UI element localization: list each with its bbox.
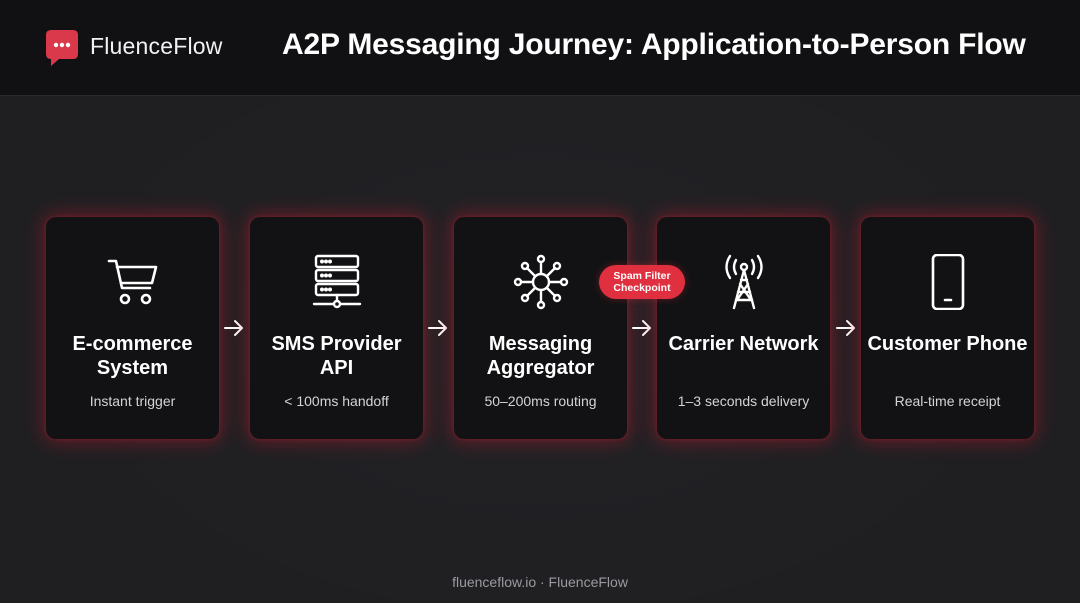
- step-subtitle: Real-time receipt: [894, 393, 1001, 409]
- badge-line-1: Spam Filter: [613, 270, 671, 282]
- arrow-right-icon: [224, 320, 243, 336]
- arrow-right-icon: [632, 320, 651, 336]
- step-title: Messaging Aggregator: [486, 333, 595, 379]
- cell-tower-icon: [716, 254, 772, 310]
- arrow-right-icon: [428, 320, 447, 336]
- server-icon: [309, 254, 365, 310]
- chat-bubble-logo-icon: [46, 30, 78, 66]
- step-title: Customer Phone: [867, 333, 1028, 355]
- step-subtitle: Instant trigger: [89, 393, 176, 409]
- step-subtitle: 50–200ms routing: [484, 393, 597, 409]
- page-title: A2P Messaging Journey: Application-to-Pe…: [282, 28, 1026, 61]
- step-card-aggregator: Messaging Aggregator 50–200ms routing: [454, 217, 627, 439]
- shopping-cart-icon: [105, 254, 161, 310]
- step-card-carrier: Carrier Network 1–3 seconds delivery: [657, 217, 830, 439]
- arrow-right-icon: [836, 320, 855, 336]
- step-card-customer-phone: Customer Phone Real-time receipt: [861, 217, 1034, 439]
- step-card-sms-provider: SMS Provider API < 100ms handoff: [250, 217, 423, 439]
- header-bar: FluenceFlow A2P Messaging Journey: Appli…: [0, 0, 1080, 96]
- step-title: SMS Provider API: [271, 333, 402, 379]
- spam-filter-badge: Spam Filter Checkpoint: [599, 265, 685, 299]
- smartphone-icon: [920, 254, 976, 310]
- step-title: Carrier Network: [668, 333, 819, 355]
- hub-network-icon: [513, 254, 569, 310]
- footer-credit: fluenceflow.io · FluenceFlow: [452, 574, 628, 590]
- step-card-ecommerce: E-commerce System Instant trigger: [46, 217, 219, 439]
- step-subtitle: 1–3 seconds delivery: [677, 393, 810, 409]
- step-title: E-commerce System: [72, 333, 193, 379]
- brand-name: FluenceFlow: [90, 33, 223, 59]
- badge-line-2: Checkpoint: [613, 282, 671, 294]
- step-subtitle: < 100ms handoff: [284, 393, 389, 409]
